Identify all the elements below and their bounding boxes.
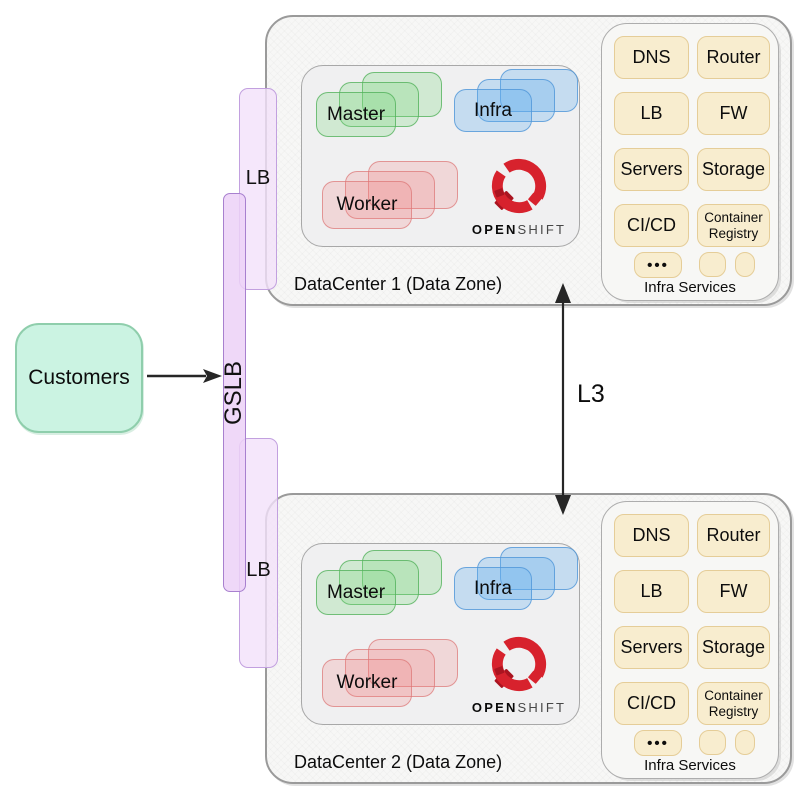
openshift-logo-icon [487, 154, 551, 218]
customers-label: Customers [28, 366, 130, 389]
infra-node-card-middle [477, 79, 555, 122]
worker-node-card: Worker [322, 181, 412, 229]
worker-label: Worker [336, 672, 398, 693]
service-tile-container-registry: Container Registry [697, 204, 770, 247]
worker-node-card-back [368, 161, 458, 209]
openshift-logo-icon [487, 632, 551, 696]
l3-label: L3 [577, 380, 605, 408]
more-services-tile: ••• [634, 252, 682, 278]
infra-services-caption: Infra Services [644, 757, 736, 774]
service-tile-cicd: CI/CD [614, 682, 689, 725]
empty-service-tile [699, 730, 726, 755]
infra-node-card: Infra [454, 89, 532, 132]
infra-node-card-middle [477, 557, 555, 600]
worker-node-group: Worker [322, 639, 462, 709]
master-node-card-back [362, 72, 442, 117]
infra-node-card: Infra [454, 567, 532, 610]
infra-label: Infra [473, 99, 513, 121]
worker-node-card-middle [345, 171, 435, 219]
service-tile-storage: Storage [697, 626, 770, 669]
master-label: Master [326, 581, 386, 603]
openshift-wordmark-bold: OPEN [471, 700, 518, 715]
lb-bottom-label: LB [246, 558, 271, 581]
lb-top-label: LB [245, 166, 271, 189]
empty-service-tile [735, 252, 755, 277]
infra-node-card-back [500, 547, 578, 590]
infra-node-group: Infra [454, 547, 582, 611]
gslb-label: GSLB [220, 360, 248, 425]
master-node-card-middle [339, 82, 419, 127]
service-tile-router: Router [697, 36, 770, 79]
service-tile-storage: Storage [697, 148, 770, 191]
service-tile-fw: FW [697, 92, 770, 135]
service-tile-cicd: CI/CD [614, 204, 689, 247]
datacenter-1-title: DataCenter 1 (Data Zone) [294, 274, 503, 294]
datacenter-2-box: Master Infra Worker [265, 493, 792, 784]
master-node-group: Master [316, 550, 446, 616]
master-node-card-middle [339, 560, 419, 605]
customers-to-gslb-arrow [147, 369, 222, 383]
openshift-wordmark: OPENSHIFT [434, 700, 604, 715]
more-services-tile: ••• [634, 730, 682, 756]
openshift-wordmark: OPENSHIFT [434, 222, 604, 237]
service-tile-servers: Servers [614, 148, 689, 191]
openshift-cluster-2: Master Infra Worker [301, 543, 580, 725]
l3-link-arrow [555, 283, 571, 515]
worker-label: Worker [336, 194, 398, 215]
service-tile-lb: LB [614, 92, 689, 135]
worker-node-card: Worker [322, 659, 412, 707]
infra-node-card-back [500, 69, 578, 112]
openshift-wordmark-light: SHIFT [517, 700, 567, 715]
worker-node-card-middle [345, 649, 435, 697]
service-tile-servers: Servers [614, 626, 689, 669]
service-tile-dns: DNS [614, 36, 689, 79]
gslb-bar: GSLB [220, 193, 248, 592]
service-tile-dns: DNS [614, 514, 689, 557]
worker-node-card-back [368, 639, 458, 687]
service-tile-lb: LB [614, 570, 689, 613]
openshift-wordmark-light: SHIFT [517, 222, 567, 237]
master-node-group: Master [316, 72, 446, 138]
customers-box: Customers [15, 323, 143, 433]
infra-node-group: Infra [454, 69, 582, 133]
infra-label: Infra [473, 577, 513, 599]
empty-service-tile [699, 252, 726, 277]
openshift-wordmark-bold: OPEN [471, 222, 518, 237]
service-tile-router: Router [697, 514, 770, 557]
datacenter-1-box: Master Infra Worker [265, 15, 792, 306]
master-node-card: Master [316, 92, 396, 137]
empty-service-tile [735, 730, 755, 755]
infra-services-panel-1: DNS Router LB FW Servers Storage CI/CD C… [601, 23, 779, 301]
master-node-card-back [362, 550, 442, 595]
master-label: Master [326, 103, 386, 125]
service-tile-fw: FW [697, 570, 770, 613]
datacenter-2-title: DataCenter 2 (Data Zone) [294, 752, 503, 772]
master-node-card: Master [316, 570, 396, 615]
openshift-cluster-1: Master Infra Worker [301, 65, 580, 247]
service-tile-container-registry: Container Registry [697, 682, 770, 725]
infra-services-panel-2: DNS Router LB FW Servers Storage CI/CD C… [601, 501, 779, 779]
worker-node-group: Worker [322, 161, 462, 231]
infra-services-caption: Infra Services [644, 279, 736, 296]
